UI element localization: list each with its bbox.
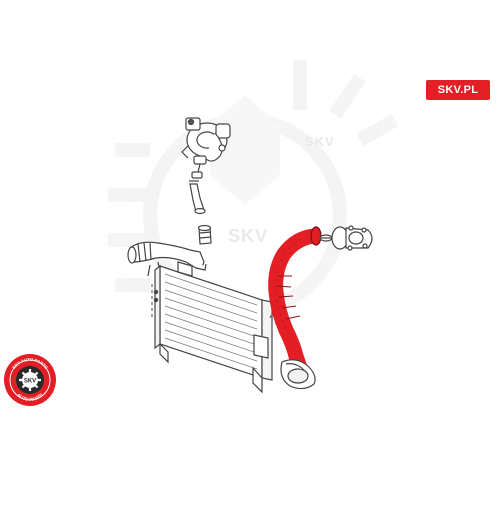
- watermark-text-lower: SKV: [228, 226, 268, 246]
- throttle-flange: [331, 225, 373, 251]
- watermark-text-upper: SKV: [305, 134, 335, 149]
- turbocharger: [181, 117, 231, 179]
- seal-center-text: SKV: [24, 379, 36, 385]
- pipe-stub: [197, 224, 212, 245]
- background-watermark: [108, 60, 399, 317]
- brand-tag[interactable]: SKV.PL: [426, 80, 490, 100]
- lower-outlet-hose: [280, 359, 316, 390]
- highlighted-intercooler-hose: [268, 226, 322, 376]
- intercooler: [151, 261, 275, 394]
- skv-seal-logo: SKV SKV AUTO PARTS AUTO PARTS: [4, 354, 56, 406]
- seal-bottom-text: AUTO PARTS: [16, 392, 44, 402]
- upper-connector-pipe: [189, 180, 206, 215]
- hose-clamp: [319, 234, 333, 242]
- left-charge-hose: [127, 241, 207, 277]
